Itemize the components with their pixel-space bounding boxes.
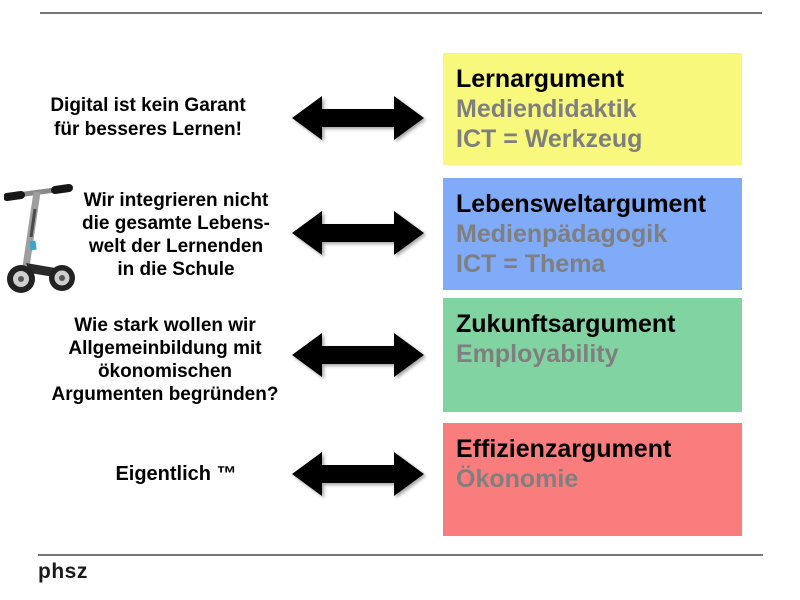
argument-box-zukunftsargument: Zukunftsargument Employability [443, 298, 742, 412]
note-line: für besseres Lernen! [54, 119, 242, 140]
scooter-rear-hub [59, 275, 65, 281]
counterpoint-note-zukunftsargument: Wie stark wollen wir Allgemeinbildung mi… [15, 314, 315, 406]
argument-subtitle: ICT = Thema [456, 250, 606, 278]
argument-box-effizienzargument: Effizienzargument Ökonomie [443, 423, 742, 536]
note-line: welt der Lernenden [88, 236, 264, 257]
bottom-divider-line [38, 554, 763, 556]
double-arrow-icon [292, 96, 424, 140]
counterpoint-note-effizienzargument: Eigentlich ™ [26, 462, 326, 486]
argument-title: Lebensweltargument [456, 190, 707, 218]
note-line: die gesamte Lebens- [82, 213, 270, 234]
scooter-grip [51, 184, 73, 194]
counterpoint-note-lebensweltargument: Wir integrieren nicht die gesamte Lebens… [60, 189, 292, 281]
note-line: ökonomischen [97, 361, 233, 382]
note-line: Wir integrieren nicht [83, 190, 269, 211]
scooter-grip [4, 191, 25, 201]
argument-box-lebensweltargument: Lebensweltargument Medienpädagogik ICT =… [443, 178, 742, 290]
argument-title: Effizienzargument [456, 435, 672, 463]
double-arrow-icon [292, 333, 424, 377]
argument-subtitle: Employability [456, 340, 619, 368]
scooter-front-hub [18, 276, 24, 282]
argument-subtitle: Medienpädagogik [456, 220, 668, 248]
argument-subtitle: Ökonomie [456, 465, 579, 493]
phsz-logo: phsz [38, 560, 88, 583]
note-line: Allgemeinbildung mit [68, 338, 262, 359]
double-arrow-shape [292, 96, 424, 140]
scooter-image [4, 184, 75, 293]
note-line: Eigentlich ™ [115, 463, 237, 485]
argument-box-lernargument: Lernargument Mediendidaktik ICT = Werkze… [443, 53, 742, 165]
double-arrow-shape [292, 452, 424, 496]
double-arrow-icon [292, 211, 424, 255]
double-arrow-shape [292, 211, 424, 255]
argument-title: Zukunftsargument [456, 310, 676, 338]
counterpoint-note-lernargument: Digital ist kein Garant für besseres Ler… [8, 94, 288, 142]
argument-title: Lernargument [456, 65, 625, 93]
double-arrow-shape [292, 333, 424, 377]
scooter-stem-detail [29, 208, 37, 238]
double-arrow-icon [292, 452, 424, 496]
argument-subtitle: Mediendidaktik [456, 95, 637, 123]
scooter-accent [29, 240, 37, 251]
note-line: Argumenten begründen? [51, 384, 279, 405]
note-line: in die Schule [117, 259, 235, 280]
note-line: Wie stark wollen wir [74, 315, 256, 336]
top-divider-line [40, 12, 762, 14]
note-line: Digital ist kein Garant [50, 95, 246, 116]
argument-subtitle: ICT = Werkzeug [456, 125, 643, 153]
